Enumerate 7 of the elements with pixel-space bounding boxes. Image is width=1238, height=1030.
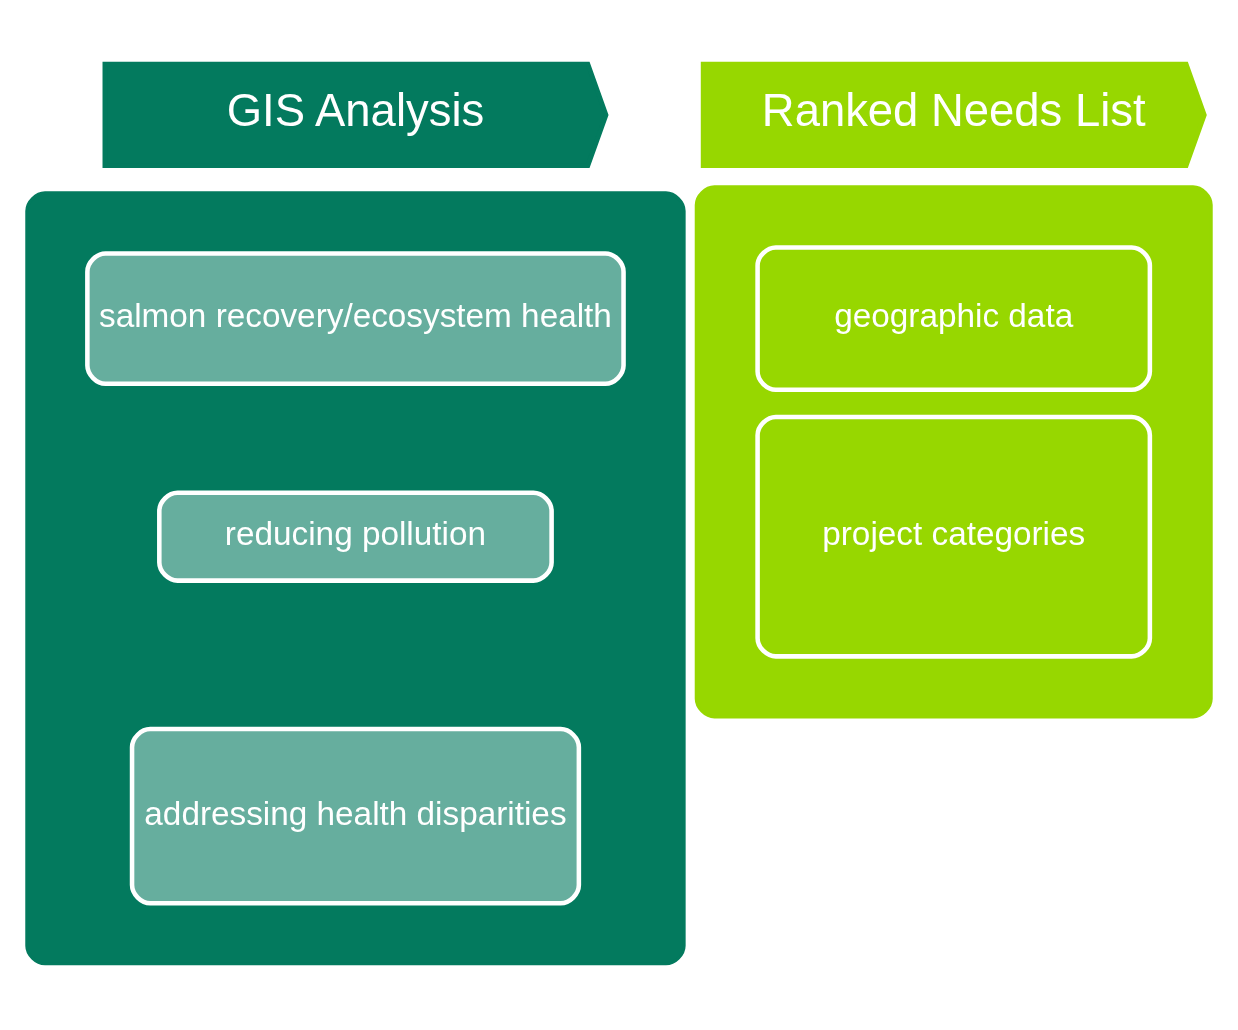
node-box: geographic data: [755, 244, 1153, 392]
node-box: addressing health disparities: [129, 726, 582, 905]
node-box: project categories: [755, 414, 1153, 659]
cluster: [25, 190, 686, 965]
node-box: reducing pollution: [157, 490, 554, 583]
node-box: salmon recovery/ecosystem health: [85, 250, 626, 386]
cluster: [694, 184, 1213, 718]
